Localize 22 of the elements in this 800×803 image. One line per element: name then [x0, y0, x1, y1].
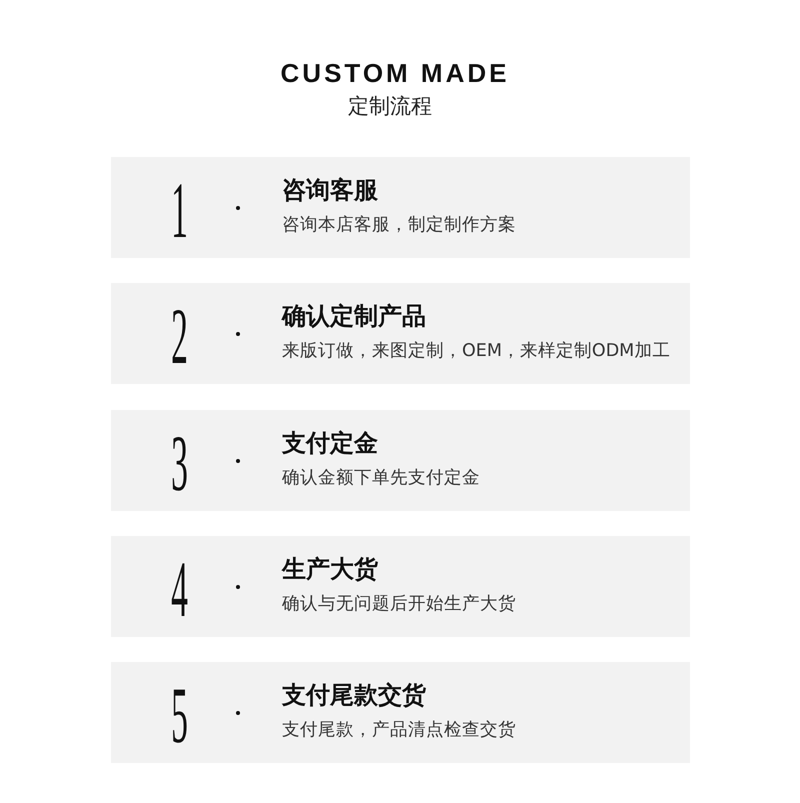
step-number: 5: [170, 680, 189, 752]
step-title: 支付尾款交货: [282, 681, 426, 710]
step-description: 确认金额下单先支付定金: [282, 467, 480, 490]
step-description: 咨询本店客服，制定制作方案: [282, 214, 516, 237]
step-card: [111, 536, 690, 637]
step-description: 确认与无问题后开始生产大货: [282, 593, 516, 616]
step-title: 咨询客服: [282, 176, 378, 205]
step-title: 确认定制产品: [282, 302, 426, 331]
step-number: 2: [170, 301, 189, 373]
step-description: 支付尾款，产品清点检查交货: [282, 719, 516, 742]
title: CUSTOM MADE: [280, 57, 510, 89]
step-title: 支付定金: [282, 429, 378, 458]
step-description: 来版订做，来图定制，OEM，来样定制ODM加工: [282, 340, 670, 363]
step-card: [111, 283, 690, 384]
step-number: 1: [170, 175, 189, 247]
step-number: 4: [170, 554, 189, 626]
step-number: 3: [170, 428, 189, 500]
subtitle: 定制流程: [348, 93, 432, 119]
step-card: [111, 662, 690, 763]
step-title: 生产大货: [282, 555, 378, 584]
step-card: [111, 410, 690, 511]
step-card: [111, 157, 690, 258]
